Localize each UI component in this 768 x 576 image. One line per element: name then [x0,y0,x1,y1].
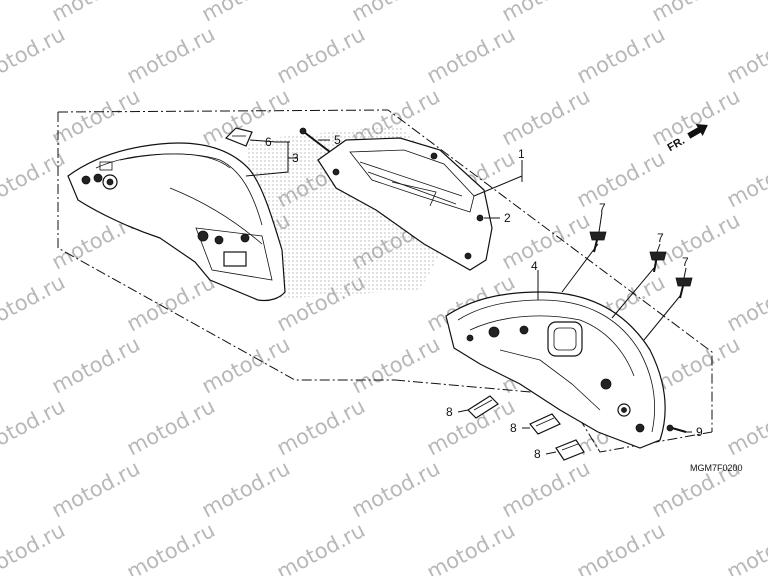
watermark-text: motod.ru [0,394,69,460]
callout-8b: 8 [510,421,517,435]
watermark-text: motod.ru [723,518,768,576]
rubber-8-c [555,439,585,461]
leader-lines [245,139,692,455]
watermark-text: motod.ru [498,456,594,522]
watermark-text: motod.ru [123,518,219,576]
meter-unit [317,137,493,271]
watermark-text: motod.ru [498,208,594,274]
watermark-text: motod.ru [123,270,219,336]
callout-2: 2 [504,211,511,225]
callout-4: 4 [531,259,538,273]
watermark-text: motod.ru [423,518,519,576]
rubber-8-b [529,413,561,435]
watermark-text: motod.ru [723,270,768,336]
watermark-text: motod.ru [573,518,669,576]
callout-1: 1 [518,147,525,161]
watermark-text: motod.ru [0,270,69,336]
watermark-text: motod.ru [123,22,219,88]
watermark-text: motod.ru [48,456,144,522]
watermark-text: motod.ru [48,332,144,398]
watermark-text: motod.ru [423,394,519,460]
watermark-text: motod.ru [0,22,69,88]
rubber-8-a [467,395,499,419]
screw-7-c [675,277,693,299]
watermark-text: motod.ru [723,146,768,212]
watermark-text: motod.ru [48,0,144,26]
watermark-text: motod.ru [198,456,294,522]
screw-7-b [649,251,667,273]
callout-9: 9 [696,425,703,439]
diagram-code: MGM7F0200 [690,463,743,473]
arrow-icon [687,123,708,139]
callout-8c: 8 [534,447,541,461]
watermark-text: motod.ru [498,0,594,26]
callout-7c: 7 [682,255,689,269]
watermark-text: motod.ru [123,394,219,460]
meter-case-upper [67,142,286,302]
callout-3: 3 [292,151,299,165]
watermark-text: motod.ru [0,518,69,576]
watermark-text: motod.ru [723,22,768,88]
callout-labels: 6 3 5 1 2 4 7 7 7 8 8 8 9 MGM7F0200 [265,133,743,473]
watermark-text: motod.ru [348,456,444,522]
callout-6: 6 [265,135,272,149]
sponge-piece [224,127,253,147]
watermark-text: motod.ru [273,518,369,576]
watermark-text: motod.ru [348,332,444,398]
screw-5 [299,127,331,153]
callout-7b: 7 [657,231,664,245]
callout-5: 5 [334,133,341,147]
watermark-text: motod.ru [348,0,444,26]
watermark-text: motod.ru [648,84,744,150]
watermark-text: motod.ru [648,0,744,26]
watermark-text: motod.ru [48,84,144,150]
watermark-text: motod.ru [723,394,768,460]
watermark-text: motod.ru [273,22,369,88]
watermark-text: motod.ru [198,0,294,26]
watermark-text: motod.ru [573,22,669,88]
watermark-text: motod.ru [273,394,369,460]
watermark-text: motod.ru [573,146,669,212]
watermark-text: motod.ru [498,84,594,150]
meter-cover-lower [445,291,666,449]
screw-9 [666,424,687,433]
callout-8a: 8 [446,405,453,419]
watermark-text: motod.ru [198,332,294,398]
callout-7a: 7 [599,201,606,215]
watermark-text: motod.ru [423,22,519,88]
watermark-text: motod.ru [0,146,69,212]
screw-7-a [589,231,607,253]
